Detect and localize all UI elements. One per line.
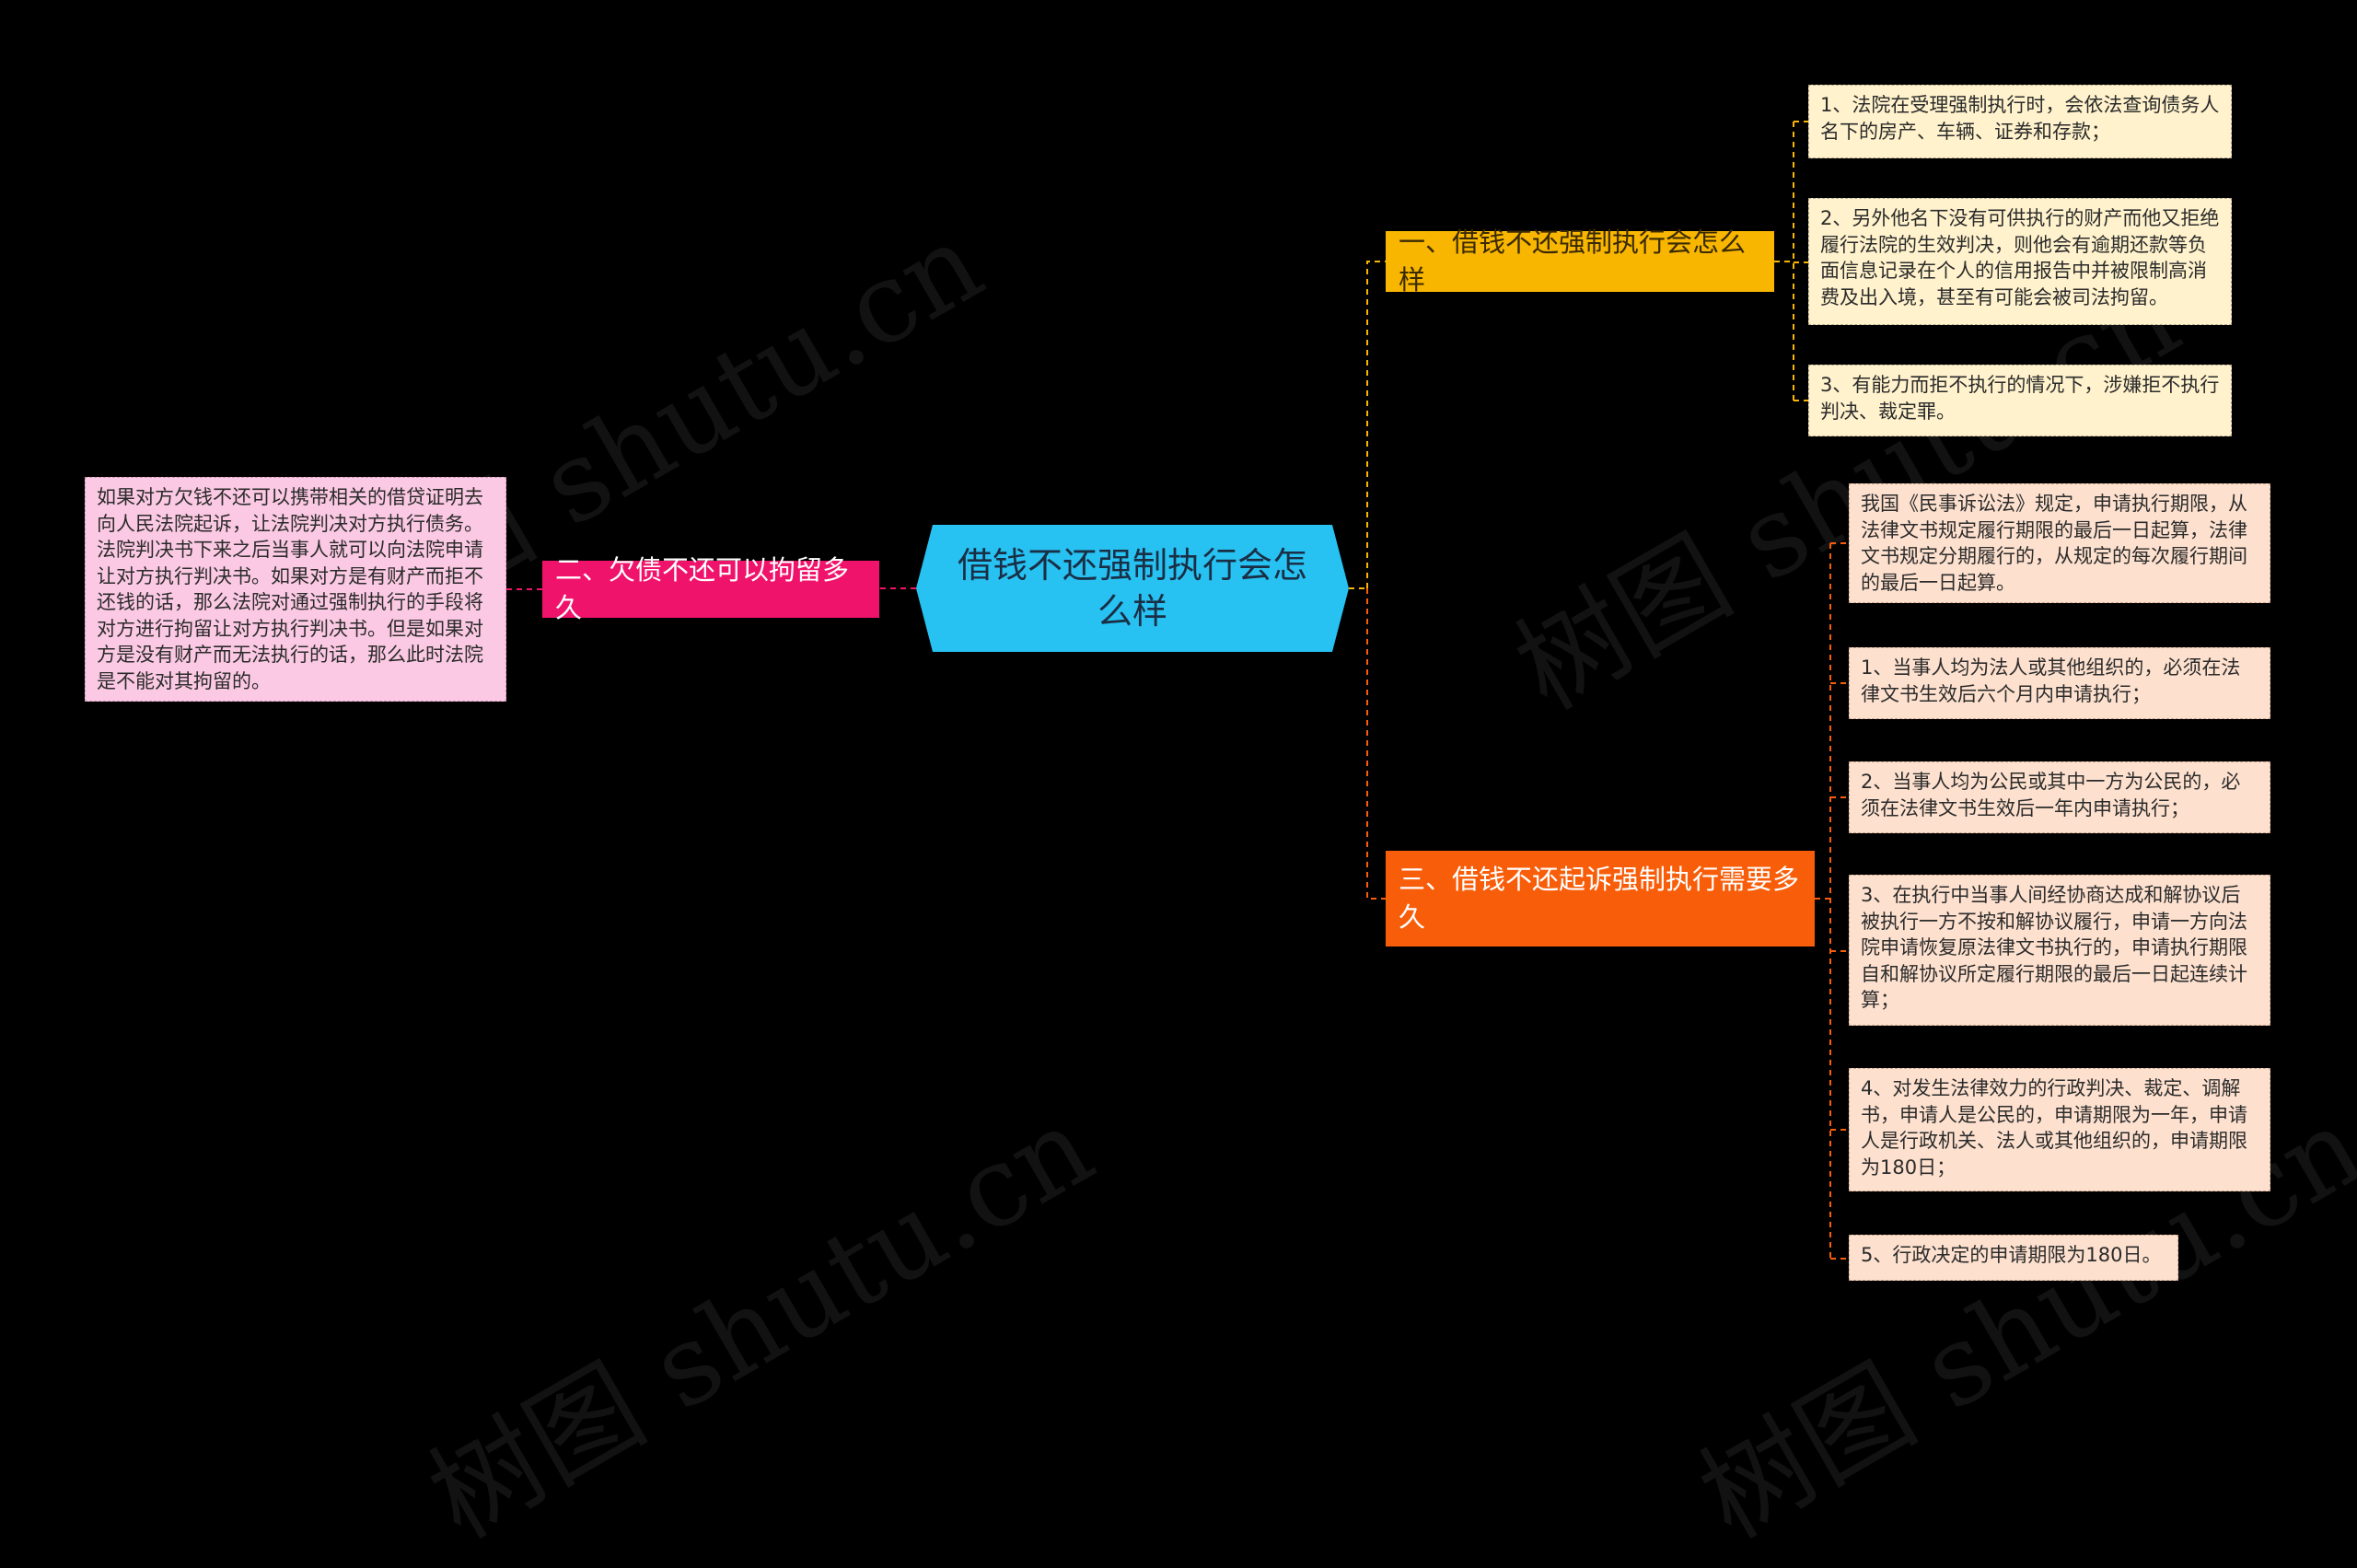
leaf-topic-text: 3、在执行中当事人间经协商达成和解协议后被执行一方不按和解协议履行，申请一方向法…: [1861, 884, 2247, 1011]
leaf-topic[interactable]: 1、法院在受理强制执行时，会依法查询债务人名下的房产、车辆、证券和存款；: [1808, 85, 2232, 158]
leaf-topic-text: 5、行政决定的申请期限为180日。: [1861, 1244, 2162, 1266]
leaf-topic[interactable]: 2、当事人均为公民或其中一方为公民的，必须在法律文书生效后一年内申请执行；: [1849, 761, 2270, 833]
branch-topic-label: 二、欠债不还可以拘留多久: [555, 554, 850, 623]
root-topic[interactable]: 借钱不还强制执行会怎么样: [916, 525, 1349, 652]
leaf-topic-text: 1、当事人均为法人或其他组织的，必须在法律文书生效后六个月内申请执行；: [1861, 656, 2241, 705]
leaf-topic-text: 1、法院在受理强制执行时，会依法查询债务人名下的房产、车辆、证券和存款；: [1820, 94, 2220, 143]
branch-topic-2[interactable]: 二、欠债不还可以拘留多久: [542, 554, 879, 623]
leaf-topic[interactable]: 3、有能力而拒不执行的情况下，涉嫌拒不执行判决、裁定罪。: [1808, 365, 2232, 436]
connector-lines: [506, 121, 1849, 1260]
branch-topic-3[interactable]: 三、借钱不还起诉强制执行需要多久: [1386, 851, 1815, 947]
leaf-topic-text: 4、对发生法律效力的行政判决、裁定、调解书，申请人是公民的，申请期限为一年，申请…: [1861, 1077, 2247, 1179]
leaf-topic[interactable]: 我国《民事诉讼法》规定，申请执行期限，从法律文书规定履行期限的最后一日起算，法律…: [1849, 483, 2270, 603]
leaf-topic-text: 2、当事人均为公民或其中一方为公民的，必须在法律文书生效后一年内申请执行；: [1861, 771, 2241, 819]
root-topic-label: 借钱不还强制执行会怎么样: [957, 545, 1307, 632]
branch-topic-label: 三、借钱不还起诉强制执行需要多久: [1399, 864, 1800, 933]
leaf-topic[interactable]: 5、行政决定的申请期限为180日。: [1849, 1235, 2178, 1281]
branch-topic-label: 一、借钱不还强制执行会怎么样: [1399, 226, 1747, 296]
leaf-topic[interactable]: 4、对发生法律效力的行政判决、裁定、调解书，申请人是公民的，申请期限为一年，申请…: [1849, 1068, 2270, 1191]
connector-branch-1: [1366, 261, 1386, 588]
leaf-topic[interactable]: 1、当事人均为法人或其他组织的，必须在法律文书生效后六个月内申请执行；: [1849, 647, 2270, 719]
leaf-topic[interactable]: 2、另外他名下没有可供执行的财产而他又拒绝履行法院的生效判决，则他会有逾期还款等…: [1808, 198, 2232, 325]
leaf-topic[interactable]: 3、在执行中当事人间经协商达成和解协议后被执行一方不按和解协议履行，申请一方向法…: [1849, 875, 2270, 1026]
leaf-topic-text: 3、有能力而拒不执行的情况下，涉嫌拒不执行判决、裁定罪。: [1820, 374, 2220, 423]
connector-branch-3: [1366, 588, 1386, 900]
leaf-topic-text: 2、另外他名下没有可供执行的财产而他又拒绝履行法院的生效判决，则他会有逾期还款等…: [1820, 207, 2220, 308]
leaf-topic-text: 如果对方欠钱不还可以携带相关的借贷证明去向人民法院起诉，让法院判决对方执行债务。…: [97, 486, 483, 692]
leaf-topic[interactable]: 如果对方欠钱不还可以携带相关的借贷证明去向人民法院起诉，让法院判决对方执行债务。…: [85, 477, 506, 702]
branch-topic-1[interactable]: 一、借钱不还强制执行会怎么样: [1386, 226, 1774, 296]
leaf-topic-text: 我国《民事诉讼法》规定，申请执行期限，从法律文书规定履行期限的最后一日起算，法律…: [1861, 493, 2247, 594]
